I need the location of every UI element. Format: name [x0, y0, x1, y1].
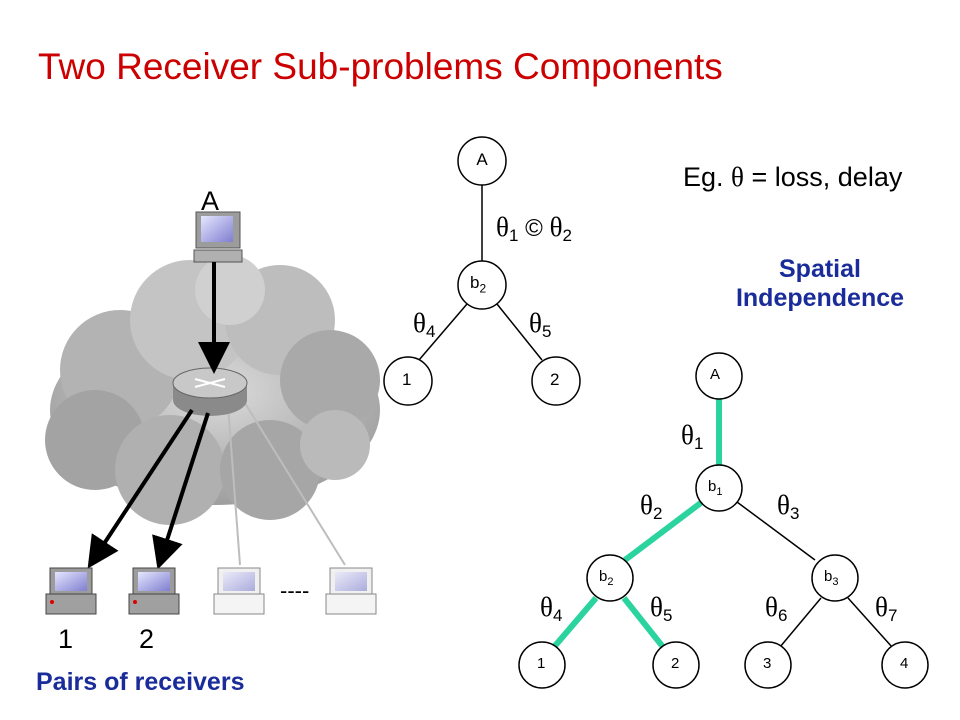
node-leaf-1-label: 1 — [537, 655, 546, 672]
receiver-label-2: 2 — [139, 624, 155, 654]
node-leaf-2-label: 2 — [550, 370, 560, 389]
edge-label-theta4: θ4 — [540, 592, 563, 625]
pairs-caption: Pairs of receivers — [36, 668, 245, 696]
node-leaf-2 — [652, 641, 700, 689]
edge-label-theta5: θ5 — [650, 592, 673, 625]
node-leaf-3-label: 3 — [763, 655, 772, 672]
node-leaf-4-label: 4 — [900, 655, 909, 672]
node-leaf-1 — [518, 641, 566, 689]
edge-label-theta7: θ7 — [875, 592, 898, 625]
node-leaf-1-label: 1 — [402, 370, 412, 389]
edge-theta3 — [736, 501, 816, 561]
edge-label-theta1: θ1 — [681, 420, 704, 453]
node-a-label: A — [710, 366, 721, 383]
slide-title: Two Receiver Sub-problems Components — [38, 46, 723, 87]
inactive-computer-icon — [325, 567, 377, 615]
receiver-computer-icon — [128, 567, 180, 615]
edge-label-theta4: θ4 — [413, 308, 436, 341]
node-a — [695, 352, 743, 400]
edge-theta4 — [551, 596, 599, 649]
source-computer-icon — [193, 211, 243, 263]
source-label: A — [201, 186, 220, 216]
inactive-computer-icon — [213, 567, 265, 615]
edge-theta6 — [779, 597, 822, 648]
edge-label-theta1-theta2: θ1 © θ2 — [496, 212, 572, 245]
node-b1 — [695, 464, 743, 512]
arrow-router-to-receiver-1 — [87, 408, 194, 569]
node-b2 — [586, 554, 634, 602]
node-b1-label: b1 — [708, 478, 723, 498]
node-leaf-2-label: 2 — [671, 655, 680, 672]
node-a — [457, 136, 507, 186]
node-b2-label: b2 — [599, 568, 614, 588]
node-a-label: A — [476, 150, 488, 169]
edge-theta5 — [621, 596, 666, 649]
edge-theta7 — [847, 597, 893, 648]
edge-label-theta2: θ2 — [640, 490, 663, 523]
arrow-router-to-receiver-2 — [152, 412, 210, 570]
node-b3-label: b3 — [824, 568, 839, 588]
node-b3 — [811, 554, 859, 602]
edge-label-theta5: θ5 — [529, 308, 552, 341]
spatial-independence-label: Spatial Independence — [735, 255, 905, 312]
receiver-label-1: 1 — [58, 624, 74, 654]
edge-label-theta6: θ6 — [765, 592, 788, 625]
node-leaf-1 — [383, 356, 433, 406]
node-leaf-4 — [881, 641, 929, 689]
more-receivers-dashes: ---- — [280, 578, 310, 603]
node-b2 — [457, 260, 507, 310]
receiver-computer-icon — [45, 567, 97, 615]
edge-label-theta3: θ3 — [777, 490, 800, 523]
node-b2-label: b2 — [470, 273, 487, 296]
node-leaf-2 — [531, 356, 581, 406]
example-text: Eg. θ = loss, delay — [683, 162, 903, 192]
node-leaf-3 — [744, 641, 792, 689]
edge-theta2 — [623, 499, 704, 563]
